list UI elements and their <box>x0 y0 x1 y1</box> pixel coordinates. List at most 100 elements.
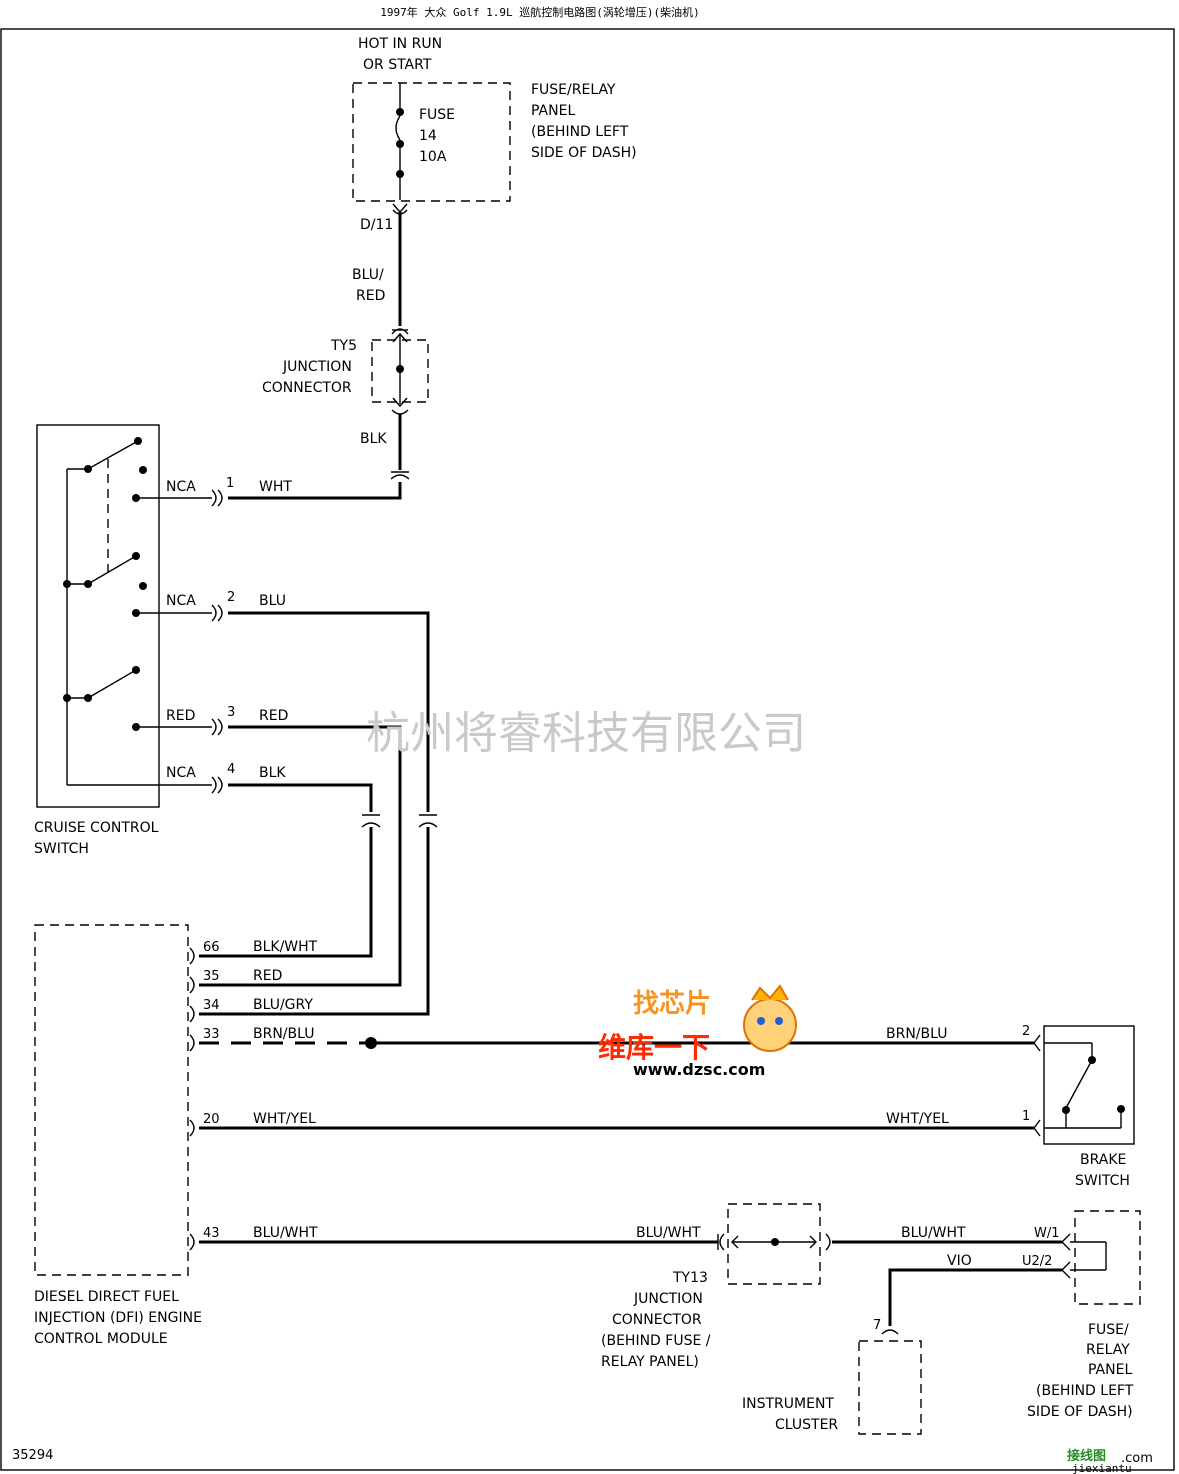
brake-pin-bottom: 1 <box>1022 1109 1030 1124</box>
ty5-junction-connector <box>371 328 429 415</box>
ecm-pin-33-number: 33 <box>203 1027 220 1042</box>
ecm-pin-20-color: WHT/YEL <box>253 1111 316 1127</box>
cruise-switch-name-line2: SWITCH <box>34 841 89 857</box>
wire-blu-red-line1: BLU/ <box>352 267 384 283</box>
brake-wire-top-label: BRN/BLU <box>886 1026 947 1042</box>
brake-switch-name-line2: SWITCH <box>1075 1173 1130 1189</box>
cruise-pin-3-row: RED 3 RED <box>159 705 288 736</box>
ecm-pin-43-color: BLU/WHT <box>253 1225 318 1241</box>
wire-wht <box>228 482 402 500</box>
fuse-14-symbol <box>392 83 408 215</box>
instrument-cluster-line2: CLUSTER <box>775 1417 838 1433</box>
corner-logo-url: jiexiantu <box>1072 1462 1132 1474</box>
diagram-header: 1997年 大众 Golf 1.9L 巡航控制电路图(涡轮增压)(柴油机) <box>380 5 699 19</box>
page-frame <box>0 28 1175 1471</box>
fuse-panel-top-line2: PANEL <box>531 103 575 119</box>
ty5-line1: TY5 <box>330 338 357 354</box>
fuse-panel-term-1: W/1 <box>1034 1226 1060 1241</box>
ty13-line1: TY13 <box>672 1270 708 1286</box>
fuse-panel-bottom-line1: FUSE/ <box>1088 1322 1129 1338</box>
ty13-box <box>727 1203 821 1285</box>
cruise-pin-4-row: NCA 4 BLK <box>159 762 286 794</box>
figure-id: 35294 <box>12 1448 53 1463</box>
fuse-panel-bottom-line5: SIDE OF DASH) <box>1027 1404 1133 1420</box>
fuse-panel-bottom-line2: RELAY <box>1086 1342 1130 1358</box>
brake-wire-bottom-label: WHT/YEL <box>886 1111 949 1127</box>
brake-pin-top: 2 <box>1022 1024 1030 1039</box>
instrument-cluster-box <box>858 1340 922 1435</box>
ty5-line2: JUNCTION <box>282 359 352 375</box>
inline-connector-blu-lower <box>418 814 438 828</box>
cruise-pin-4-color: BLK <box>259 765 286 781</box>
ecm-pin-66: 66 BLK/WHT <box>189 939 318 965</box>
ecm-pin-20: 20 WHT/YEL <box>189 1111 316 1137</box>
ecm-pin-35: 35 RED <box>189 968 282 994</box>
cruise-pin-1-term: NCA <box>166 479 196 495</box>
wire-blu-red-line2: RED <box>356 288 385 304</box>
brand-top-text: 找芯片 <box>633 989 711 1019</box>
ecm-pin-33: 33 BRN/BLU <box>189 1026 314 1052</box>
cruise-pin-3-color: RED <box>259 708 288 724</box>
instrument-cluster-pin: 7 <box>873 1318 881 1333</box>
ecm-pin-34: 34 BLU/GRY <box>189 997 313 1023</box>
inline-connector-blk <box>390 471 410 480</box>
fuse-panel-bottom-terminals <box>1061 1233 1107 1279</box>
ecm-pin-35-color: RED <box>253 968 282 984</box>
ecm-pin-43: 43 BLU/WHT <box>189 1225 318 1251</box>
instrument-cluster-line1: INSTRUMENT <box>742 1396 834 1412</box>
cruise-pin-1-row: NCA 1 WHT <box>159 476 292 507</box>
brand-url: www.dzsc.com <box>633 1060 765 1079</box>
wire-blk <box>228 783 373 812</box>
cruise-pin-1-number: 1 <box>226 476 234 491</box>
ty13-line2: JUNCTION <box>633 1291 703 1307</box>
cruise-pin-2-row: NCA 2 BLU <box>159 590 286 622</box>
fuse-panel-term-2: U2/2 <box>1022 1254 1052 1269</box>
wire-blu <box>228 611 430 812</box>
ecm-name-line2: INJECTION (DFI) ENGINE <box>34 1310 202 1326</box>
brake-switch-name-line1: BRAKE <box>1080 1152 1126 1168</box>
fuse-rating: 10A <box>419 149 447 165</box>
corner-logo-com: .com <box>1121 1451 1153 1466</box>
brake-switch-contacts <box>1033 1034 1125 1137</box>
fuse-panel-top-line4: SIDE OF DASH) <box>531 145 637 161</box>
ecm-pin-34-number: 34 <box>203 998 220 1013</box>
inline-connector-blk-lower <box>361 814 381 828</box>
ty13-wire-right: BLU/WHT <box>901 1225 966 1241</box>
corner-logo-text: 接线图 <box>1067 1448 1106 1464</box>
cruise-pin-1-color: WHT <box>259 479 292 495</box>
ty13-line5: RELAY PANEL) <box>601 1354 699 1370</box>
wire-blk-top-label: BLK <box>360 431 387 447</box>
wire-red <box>199 725 402 987</box>
ty13-line4: (BEHIND FUSE / <box>601 1333 711 1349</box>
fuse-label: FUSE <box>419 107 455 123</box>
wire-blk-wht <box>199 827 373 958</box>
company-watermark: 杭州将睿科技有限公司 <box>366 708 806 759</box>
wire-vio <box>888 1268 1062 1326</box>
cruise-pin-4-number: 4 <box>227 762 235 777</box>
fuse-panel-bottom-line4: (BEHIND LEFT <box>1036 1383 1134 1399</box>
corner-logo: 接线图 .com jiexiantu <box>1067 1448 1153 1474</box>
ty13-wire-left: BLU/WHT <box>636 1225 701 1241</box>
fuse-relay-panel-top-box <box>352 82 511 202</box>
ecm-pin-66-color: BLK/WHT <box>253 939 318 955</box>
ecm-pin-35-number: 35 <box>203 969 220 984</box>
ecm-name-line1: DIESEL DIRECT FUEL <box>34 1289 179 1305</box>
fuse-panel-top-line3: (BEHIND LEFT <box>531 124 629 140</box>
fuse-panel-top-line1: FUSE/RELAY <box>531 82 616 98</box>
fuse-panel-bottom-line3: PANEL <box>1088 1362 1132 1378</box>
cruise-pin-3-term: RED <box>166 708 195 724</box>
cruise-pin-2-number: 2 <box>227 590 235 605</box>
ty13-line3: CONNECTOR <box>612 1312 702 1328</box>
cruise-pin-3-number: 3 <box>227 705 235 720</box>
brand-main-text: 维库一下 <box>598 1031 710 1064</box>
cruise-control-switch-box <box>36 424 160 808</box>
wire-blu-gry <box>199 827 430 1016</box>
cruise-switch-contacts <box>63 437 159 786</box>
cruise-switch-name-line1: CRUISE CONTROL <box>34 820 159 836</box>
fuse-connector-label: D/11 <box>360 217 393 233</box>
mascot-icon <box>743 998 797 1052</box>
power-source-line1: HOT IN RUN <box>358 36 442 52</box>
ty5-line3: CONNECTOR <box>262 380 352 396</box>
cruise-pin-2-term: NCA <box>166 593 196 609</box>
